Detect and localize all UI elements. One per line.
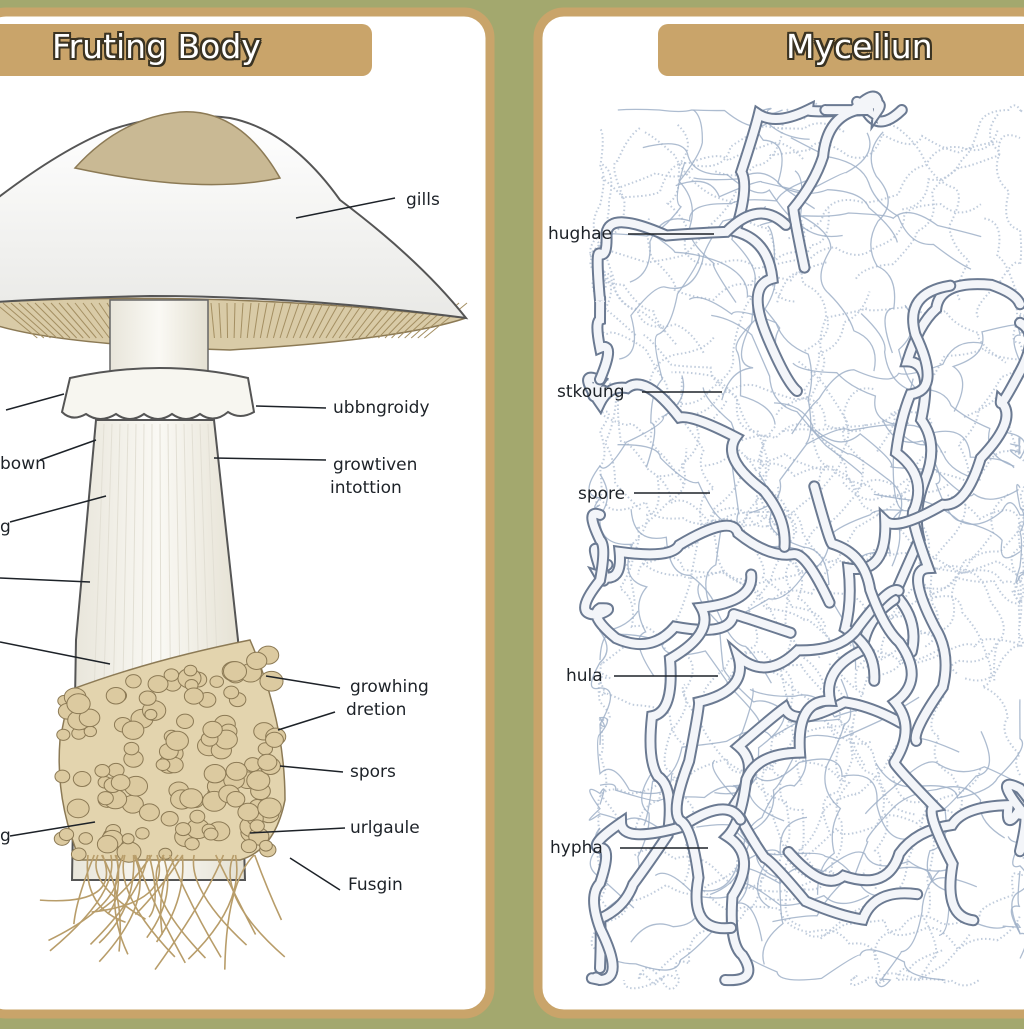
label-fusgin: Fusgin	[348, 875, 403, 895]
right-title-banner	[658, 24, 1024, 76]
mushroom-cap-center	[73, 111, 282, 186]
label-hypha: hypha	[550, 838, 603, 858]
label-dretion: dretion	[346, 700, 407, 720]
fruiting-body-title: Fruting Body	[52, 27, 261, 66]
label-spore: spore	[578, 484, 626, 504]
mushroom-ring	[60, 367, 256, 420]
label-left-g1: g	[0, 517, 11, 537]
mushroom-volva	[53, 639, 287, 863]
mycelium-roots	[39, 854, 286, 971]
label-left-bown: bown	[0, 454, 46, 474]
hyphae-network	[579, 90, 1024, 990]
label-growtiven: growtiven	[333, 455, 418, 475]
label-growhing: growhing	[350, 677, 429, 697]
label-hula: hula	[566, 666, 603, 686]
label-hughae: hughae	[548, 224, 612, 244]
upper-stem	[109, 299, 209, 373]
mycelium-title: Myceliun	[786, 27, 933, 66]
label-ubbngroidy: ubbngroidy	[333, 398, 430, 418]
label-urlgaule: urlgaule	[350, 818, 420, 838]
left-title-banner	[0, 24, 372, 76]
label-left-g2: g	[0, 826, 11, 846]
leader-lines	[0, 197, 722, 891]
label-spors: spors	[350, 762, 396, 782]
label-stkoung: stkoung	[557, 382, 625, 402]
mushroom-illustration	[0, 111, 469, 971]
label-intottion: intottion	[330, 478, 402, 498]
label-gills: gills	[406, 190, 440, 210]
